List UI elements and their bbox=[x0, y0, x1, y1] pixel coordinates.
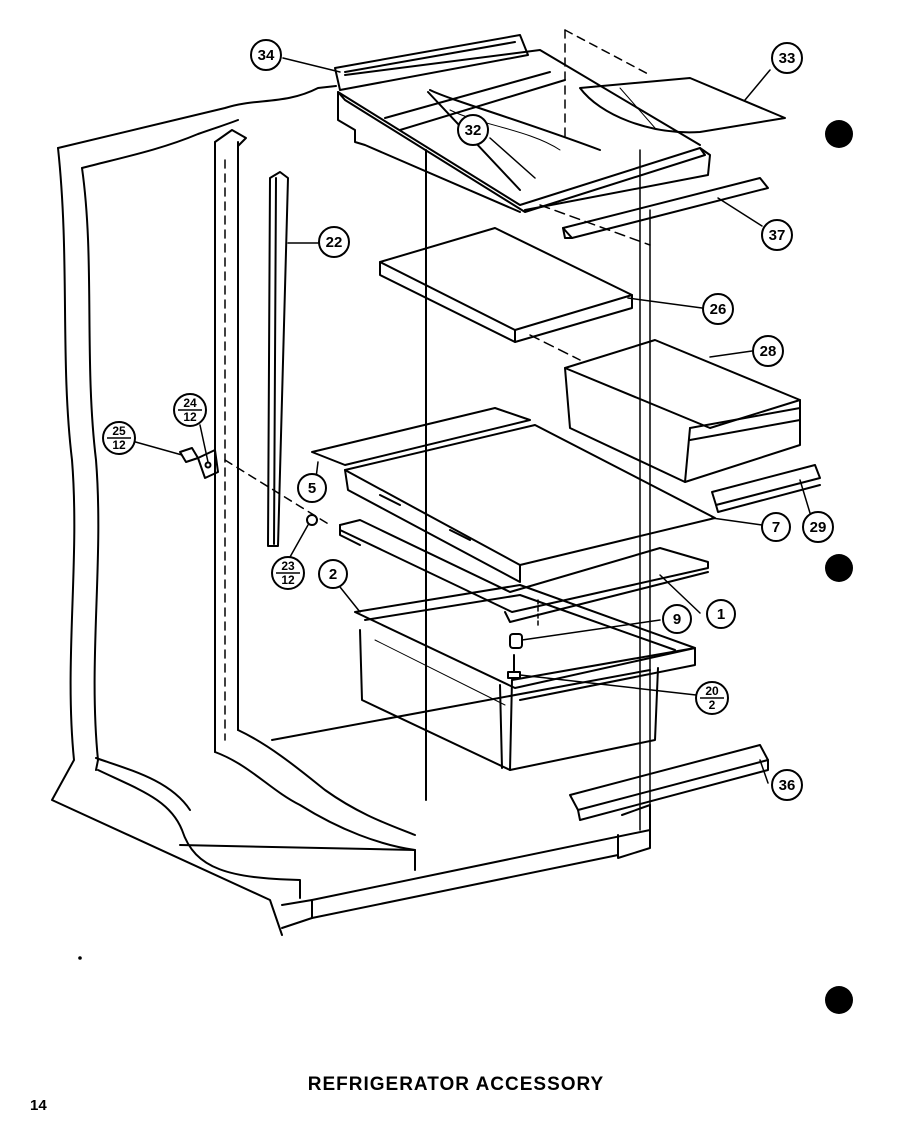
shelf-26 bbox=[379, 227, 633, 343]
svg-text:9: 9 bbox=[673, 611, 681, 628]
roller-9 bbox=[509, 599, 539, 649]
callout-25-12: 25 12 bbox=[102, 421, 136, 455]
glass-cover bbox=[579, 77, 786, 134]
callout-36: 36 bbox=[771, 769, 803, 801]
cabinet-liner bbox=[51, 29, 651, 936]
trim-37 bbox=[562, 177, 769, 239]
svg-text:29: 29 bbox=[810, 519, 827, 536]
svg-text:7: 7 bbox=[772, 519, 780, 536]
svg-text:28: 28 bbox=[760, 343, 777, 360]
svg-text:36: 36 bbox=[779, 777, 796, 794]
callout-29: 29 bbox=[802, 511, 834, 543]
callout-37: 37 bbox=[761, 219, 793, 251]
callout-5: 5 bbox=[297, 473, 327, 503]
leader-lines bbox=[131, 57, 811, 784]
svg-text:37: 37 bbox=[769, 227, 786, 244]
callout-26: 26 bbox=[702, 293, 734, 325]
screw-23 bbox=[306, 514, 318, 526]
callout-22: 22 bbox=[318, 226, 350, 258]
registration-dot bbox=[825, 986, 853, 1014]
callout-28: 28 bbox=[752, 335, 784, 367]
svg-text:22: 22 bbox=[326, 234, 343, 251]
clip-25 bbox=[179, 447, 199, 463]
shelf-frame-1 bbox=[339, 519, 709, 623]
callout-1: 1 bbox=[706, 599, 736, 629]
callout-33: 33 bbox=[771, 42, 803, 74]
svg-text:12: 12 bbox=[183, 410, 197, 424]
callout-34: 34 bbox=[250, 39, 282, 71]
rail-29 bbox=[711, 464, 821, 513]
registration-dot bbox=[825, 554, 853, 582]
svg-text:33: 33 bbox=[779, 50, 796, 67]
svg-text:5: 5 bbox=[308, 480, 316, 497]
svg-text:26: 26 bbox=[710, 301, 727, 318]
callout-20-2: 20 2 bbox=[695, 681, 729, 715]
callout-7: 7 bbox=[761, 512, 791, 542]
svg-text:25: 25 bbox=[112, 424, 126, 438]
svg-text:12: 12 bbox=[281, 573, 295, 587]
registration-dot bbox=[825, 120, 853, 148]
svg-text:2: 2 bbox=[709, 698, 716, 712]
svg-text:12: 12 bbox=[112, 438, 126, 452]
crisper-28 bbox=[564, 339, 801, 483]
diagram-title: REFRIGERATOR ACCESSORY bbox=[307, 1074, 605, 1095]
callout-2: 2 bbox=[318, 559, 348, 589]
callout-32: 32 bbox=[457, 114, 489, 146]
svg-text:24: 24 bbox=[183, 396, 197, 410]
bottom-rail-36 bbox=[569, 744, 769, 821]
glass-shelf-5 bbox=[311, 407, 531, 466]
upper-shelf-frame bbox=[337, 49, 711, 213]
vertical-strip bbox=[267, 171, 289, 547]
callout-23-12: 23 12 bbox=[271, 556, 305, 590]
stray-dot bbox=[78, 956, 82, 960]
callout-24-12: 24 12 bbox=[173, 393, 207, 427]
svg-text:2: 2 bbox=[329, 566, 337, 583]
svg-text:23: 23 bbox=[281, 559, 295, 573]
svg-text:32: 32 bbox=[465, 122, 482, 139]
svg-text:1: 1 bbox=[717, 606, 725, 623]
page-number: 14 bbox=[30, 1097, 47, 1114]
screw-20 bbox=[507, 654, 521, 679]
callout-9: 9 bbox=[662, 604, 692, 634]
drawer-2 bbox=[354, 584, 696, 771]
svg-text:20: 20 bbox=[705, 684, 719, 698]
svg-text:34: 34 bbox=[258, 47, 275, 64]
top-rail bbox=[334, 34, 529, 91]
